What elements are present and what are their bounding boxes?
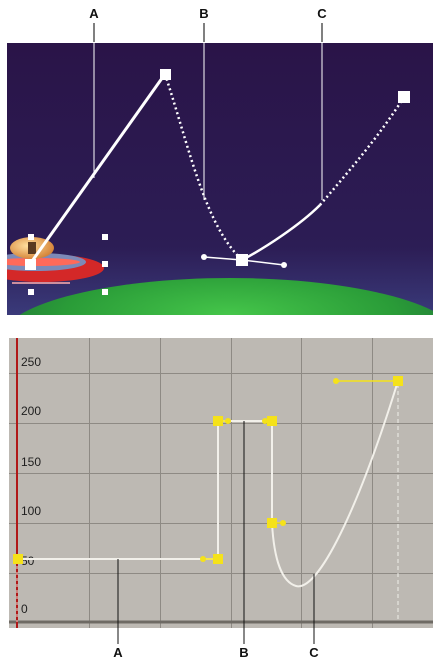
y-tick-200: 200 — [21, 404, 41, 418]
y-tick-100: 100 — [21, 504, 41, 518]
bounding-handle[interactable] — [28, 234, 34, 240]
graph-keyframe[interactable] — [213, 416, 223, 426]
graph-editor-panel: 250 200 150 100 50 0 — [9, 338, 433, 628]
callout-bottom-b: B — [239, 645, 248, 660]
callout-top-c: C — [317, 6, 327, 21]
keyframe-end[interactable] — [398, 91, 410, 103]
y-tick-0: 0 — [21, 602, 28, 616]
bezier-handle[interactable] — [200, 556, 206, 562]
y-tick-250: 250 — [21, 355, 41, 369]
callout-bottom-c: C — [309, 645, 319, 660]
callout-top-a: A — [89, 6, 99, 21]
keyframe-peak[interactable] — [160, 69, 171, 80]
direction-handle-right[interactable] — [281, 262, 287, 268]
y-tick-50: 50 — [21, 554, 35, 568]
bezier-handle[interactable] — [280, 520, 286, 526]
graph-keyframe[interactable] — [267, 416, 277, 426]
bounding-handle[interactable] — [102, 261, 108, 267]
graph-keyframe[interactable] — [267, 518, 277, 528]
graph-keyframe[interactable] — [393, 376, 403, 386]
saucer-pilot — [28, 242, 36, 254]
keyframe-start[interactable] — [25, 259, 36, 270]
bezier-handle[interactable] — [225, 418, 231, 424]
graph-keyframe[interactable] — [213, 554, 223, 564]
keyframe-valley[interactable] — [236, 254, 248, 266]
bounding-handle[interactable] — [102, 289, 108, 295]
y-tick-150: 150 — [21, 455, 41, 469]
bounding-handle[interactable] — [28, 289, 34, 295]
bounding-handle[interactable] — [102, 234, 108, 240]
direction-handle-left[interactable] — [201, 254, 207, 260]
callout-top-b: B — [199, 6, 208, 21]
graph-keyframe[interactable] — [13, 554, 23, 564]
bezier-handle[interactable] — [333, 378, 339, 384]
callout-bottom-a: A — [113, 645, 123, 660]
